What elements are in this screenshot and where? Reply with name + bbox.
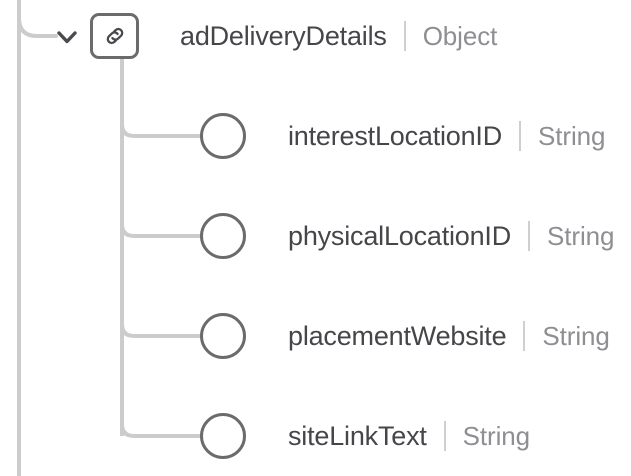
child-node-type: String	[542, 320, 610, 351]
child-node-name: interestLocationID	[288, 120, 503, 151]
parent-node-type: Object	[422, 20, 498, 51]
child-node-name: siteLinkText	[288, 420, 427, 451]
circle-node-icon[interactable]	[200, 113, 246, 159]
child-separator	[519, 121, 522, 151]
child-separator	[523, 321, 526, 351]
parent-separator	[403, 21, 406, 51]
circle-node-icon[interactable]	[200, 313, 246, 359]
link-chain-icon[interactable]	[90, 13, 139, 59]
child-node-label[interactable]: physicalLocationID String	[288, 211, 614, 261]
child-node-name: placementWebsite	[288, 320, 507, 351]
parent-node-name: adDeliveryDetails	[180, 20, 387, 51]
child-node-label[interactable]: interestLocationID String	[288, 111, 605, 161]
child-node-type: String	[462, 420, 530, 451]
child-node-label[interactable]: placementWebsite String	[288, 311, 610, 361]
chevron-down-icon[interactable]	[57, 29, 77, 45]
child-node-type: String	[538, 120, 606, 151]
circle-node-icon[interactable]	[200, 213, 246, 259]
child-separator	[443, 421, 446, 451]
child-node-name: physicalLocationID	[288, 220, 512, 251]
child-node-label[interactable]: siteLinkText String	[288, 411, 530, 461]
parent-node-label[interactable]: adDeliveryDetails Object	[180, 13, 497, 59]
child-separator	[528, 221, 531, 251]
child-node-type: String	[547, 220, 615, 251]
circle-node-icon[interactable]	[200, 413, 246, 459]
